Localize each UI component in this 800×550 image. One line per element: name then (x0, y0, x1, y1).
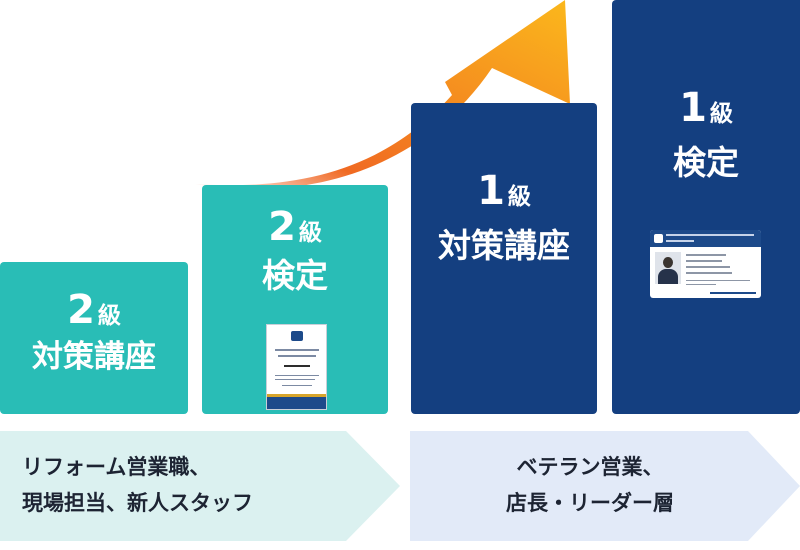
portrait-photo (655, 252, 681, 284)
step-name: 対策講座 (438, 226, 570, 265)
step-name: 検定 (673, 143, 739, 182)
emblem-icon (291, 331, 303, 341)
target-audience-text: ベテラン営業、 店長・リーダー層 (506, 455, 674, 515)
step-name: 対策講座 (32, 339, 156, 375)
target-audience-text: リフォーム営業職、 現場担当、新人スタッフ (22, 455, 253, 515)
target-banner-grade1: ベテラン営業、 店長・リーダー層 (410, 431, 800, 541)
emblem-icon (654, 234, 663, 243)
target-banner-grade2: リフォーム営業職、 現場担当、新人スタッフ (0, 431, 400, 541)
step-name: 検定 (262, 256, 328, 295)
license-card-image (650, 230, 761, 298)
certificate-image (266, 324, 327, 410)
